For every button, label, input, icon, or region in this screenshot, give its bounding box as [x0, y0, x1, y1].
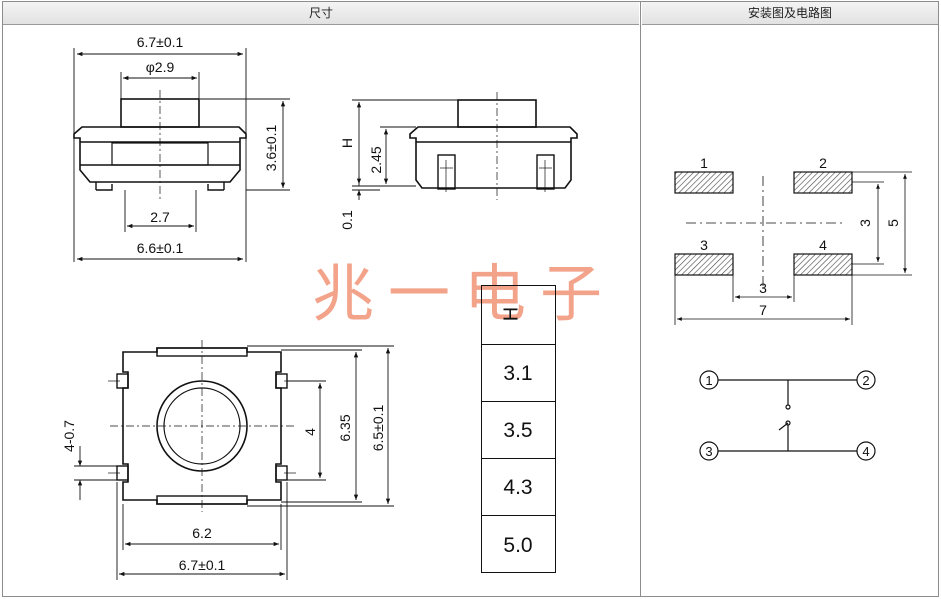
pin-label: 3: [705, 444, 712, 459]
pin-1: [699, 370, 719, 390]
dim-side-245: 2.45: [368, 146, 384, 173]
watermark: 兆一电子: [312, 257, 616, 330]
side-view-dims: [352, 99, 458, 200]
dim-side-01: 0.1: [339, 210, 355, 230]
pin-label: 2: [862, 373, 869, 388]
dim-leg-gap: 2.7: [150, 209, 170, 225]
h-table-value: 3.5: [503, 419, 532, 442]
dim-top-width: 6.7±0.1: [137, 34, 184, 50]
dim-height: 3.6±0.1: [263, 124, 279, 171]
pad-layout-dims: [674, 171, 912, 325]
dim-pad-width: 7: [759, 302, 767, 318]
dim-top-inner: 4: [302, 428, 318, 436]
dim-pad-pitch: 3: [857, 219, 873, 227]
h-table-header: H: [500, 307, 522, 321]
dim-top-left: 4-0.7: [61, 420, 77, 452]
dim-side-h: H: [339, 138, 355, 148]
front-view: [73, 90, 247, 200]
pin-4: [856, 441, 876, 461]
pad-3: [674, 253, 734, 276]
pad-label: 1: [700, 155, 708, 171]
pad-layout: [674, 171, 853, 276]
pin-3: [699, 441, 719, 461]
h-table-value: 5.0: [503, 534, 532, 557]
dim-pad-gap: 3: [759, 280, 767, 296]
dim-top-65: 6.5±0.1: [370, 404, 386, 451]
h-table-value: 4.3: [503, 476, 532, 499]
front-view-dims: [73, 48, 290, 262]
dim-top-635: 6.35: [337, 414, 353, 441]
pad-4: [793, 253, 853, 276]
side-view: [409, 92, 578, 200]
top-view-dims: [74, 345, 394, 580]
pad-1: [674, 171, 734, 194]
dim-top-62: 6.2: [192, 525, 212, 541]
pad-2: [793, 171, 853, 194]
pad-label: 4: [819, 237, 827, 253]
dim-pad-height: 5: [885, 219, 901, 227]
pad-label: 2: [819, 155, 827, 171]
h-table-value: 3.1: [503, 362, 532, 385]
pin-label: 1: [705, 373, 712, 388]
dim-cap-diameter: φ2.9: [146, 59, 175, 75]
h-table: [481, 285, 556, 573]
circuit-diagram: [699, 370, 876, 461]
pin-label: 4: [862, 444, 869, 459]
pin-2: [856, 370, 876, 390]
header-dimensions: 尺寸: [3, 2, 639, 25]
pad-label: 3: [700, 237, 708, 253]
dim-top-67: 6.7±0.1: [179, 557, 226, 573]
top-view: [108, 340, 296, 512]
dim-bottom-width: 6.6±0.1: [137, 240, 184, 256]
header-install: 安装图及电路图: [642, 2, 938, 25]
